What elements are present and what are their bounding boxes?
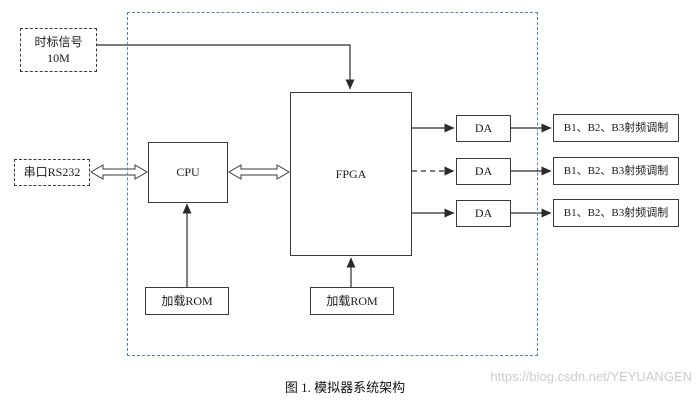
- node-da-1: DA: [456, 115, 511, 142]
- da3-label: DA: [474, 206, 493, 221]
- node-time-signal: 时标信号 10M: [20, 28, 97, 72]
- da1-label: DA: [474, 121, 493, 136]
- node-load-rom-fpga: 加载ROM: [310, 287, 394, 315]
- node-rf-mod-3: B1、B2、B3射频调制: [553, 199, 679, 227]
- cpu-label: CPU: [176, 165, 200, 180]
- rf1-label: B1、B2、B3射频调制: [563, 121, 669, 134]
- watermark-url: https://blog.csdn.net/YEYUANGEN: [490, 369, 692, 384]
- serial-label: 串口RS232: [23, 165, 81, 180]
- node-rf-mod-2: B1、B2、B3射频调制: [553, 157, 679, 185]
- node-cpu: CPU: [148, 142, 228, 203]
- system-boundary: [127, 12, 538, 356]
- node-serial-rs232: 串口RS232: [14, 159, 90, 186]
- time-signal-label-line1: 时标信号: [34, 34, 83, 49]
- rom-cpu-label: 加载ROM: [161, 293, 213, 308]
- node-da-2: DA: [456, 158, 511, 185]
- node-rf-mod-1: B1、B2、B3射频调制: [553, 114, 679, 142]
- node-fpga: FPGA: [290, 92, 412, 256]
- rf3-label: B1、B2、B3射频调制: [563, 206, 669, 219]
- da2-label: DA: [474, 164, 493, 179]
- node-load-rom-cpu: 加载ROM: [145, 287, 229, 315]
- fpga-label: FPGA: [335, 166, 367, 181]
- rf2-label: B1、B2、B3射频调制: [563, 164, 669, 177]
- node-da-3: DA: [456, 200, 511, 227]
- figure-caption: 图 1. 模拟器系统架构: [284, 380, 406, 395]
- time-signal-label-line2: 10M: [47, 51, 70, 65]
- rom-fpga-label: 加载ROM: [326, 293, 378, 308]
